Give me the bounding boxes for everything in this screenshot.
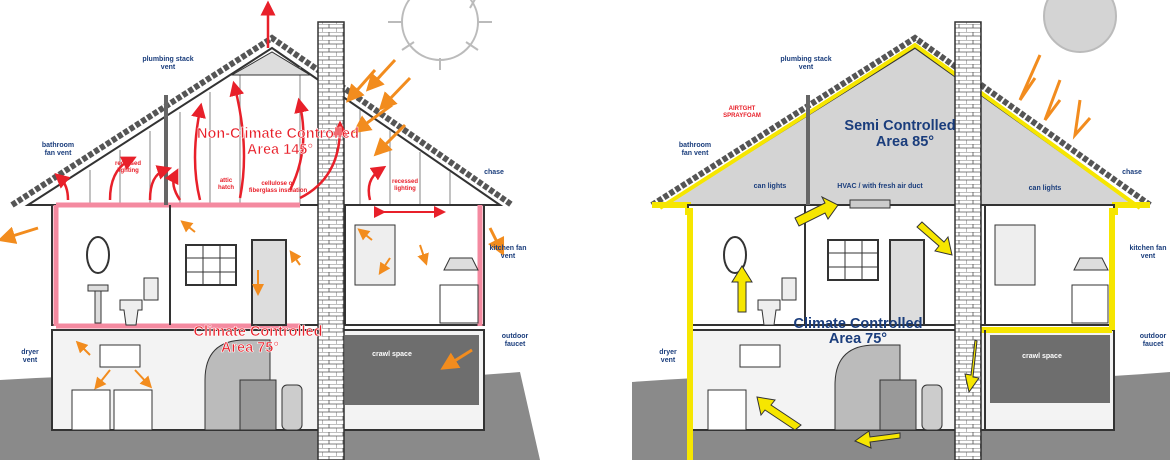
svg-text:fan vent: fan vent	[45, 150, 73, 157]
svg-text:SPRAYFOAM: SPRAYFOAM	[723, 113, 761, 119]
water-heater-icon	[282, 385, 302, 430]
basement-window	[100, 345, 140, 367]
svg-text:hatch: hatch	[218, 185, 234, 191]
svg-text:vent: vent	[161, 64, 176, 71]
right-living-title: Climate Controlled	[794, 316, 923, 332]
plumbing-stack-vent-label: plumbing stack	[780, 56, 831, 63]
window-icon	[186, 245, 236, 285]
left-living-title: Climate Controlled	[194, 324, 323, 340]
svg-text:vent: vent	[501, 253, 516, 260]
plumbing-stack-vent-label: plumbing stack	[142, 56, 193, 63]
dryer-vent-label: dryer	[659, 349, 677, 356]
airtight-sprayfoam-label: AIRTGHT	[729, 106, 756, 112]
recessed-lighting-label: recessed	[115, 161, 141, 167]
dryer-icon	[114, 390, 152, 430]
attic-hatch-label: attic	[220, 178, 233, 184]
sink-icon	[88, 285, 108, 291]
bathroom-fan-vent-label: bathroom	[42, 142, 74, 149]
crawl-space	[345, 335, 479, 405]
bathroom-fan-vent-label: bathroom	[679, 142, 711, 149]
right-living-temperature: Area 75°	[829, 331, 887, 347]
can-lights-label: can lights	[754, 183, 787, 190]
recessed-lighting-label: recessed	[392, 179, 418, 185]
svg-text:vent: vent	[1141, 253, 1156, 260]
washer-icon	[708, 390, 746, 430]
svg-text:vent: vent	[23, 357, 38, 364]
outdoor-faucet-label: outdoor	[502, 333, 529, 340]
dryer-vent-label: dryer	[21, 349, 39, 356]
left-attic-title: Non-Climate Controlled	[197, 126, 359, 142]
hvac-unit	[850, 200, 890, 208]
svg-text:faucet: faucet	[505, 341, 526, 348]
washer-icon	[72, 390, 110, 430]
svg-text:faucet: faucet	[1143, 341, 1164, 348]
svg-text:fiberglass insulation: fiberglass insulation	[249, 188, 308, 194]
door-icon	[890, 240, 924, 325]
chimney	[955, 22, 981, 460]
chimney	[318, 22, 344, 460]
chase-label: chase	[1122, 169, 1142, 176]
crawl-space-label: crawl space	[1022, 353, 1062, 360]
window-icon	[828, 240, 878, 280]
heat-arrow-icon	[1020, 55, 1090, 135]
stove-icon	[1072, 285, 1108, 323]
can-lights-label: can lights	[1029, 185, 1062, 192]
outdoor-faucet-label: outdoor	[1140, 333, 1167, 340]
kitchen-fan-vent-label: kitchen fan	[490, 245, 527, 252]
insulation-label: cellulose or	[261, 181, 295, 187]
right-house: Semi Controlled Area 85° Climate Control…	[632, 0, 1170, 460]
kitchen-fan-vent-label: kitchen fan	[1130, 245, 1167, 252]
sun-icon	[388, 0, 492, 70]
chase-label: chase	[484, 169, 504, 176]
left-living-temperature: Area 75°	[221, 340, 279, 356]
svg-text:vent: vent	[661, 357, 676, 364]
right-attic-temperature: Area 85°	[876, 134, 934, 150]
range-hood-icon	[444, 258, 478, 270]
left-attic-temperature: Area 145°	[247, 142, 313, 158]
mirror-icon	[87, 237, 109, 273]
sun-icon	[1044, 0, 1116, 52]
stove-icon	[440, 285, 478, 323]
furnace-icon	[880, 380, 916, 430]
kitchen-cabinets	[355, 225, 395, 285]
svg-text:fan vent: fan vent	[682, 150, 710, 157]
range-hood-icon	[1074, 258, 1108, 270]
hvac-label: HVAC / with fresh air duct	[837, 183, 923, 190]
water-heater-icon	[922, 385, 942, 430]
right-attic-title: Semi Controlled	[844, 118, 955, 134]
svg-text:vent: vent	[799, 64, 814, 71]
svg-text:lighting: lighting	[394, 186, 416, 192]
furnace-icon	[240, 380, 276, 430]
crawl-space-label: crawl space	[372, 351, 412, 358]
left-house: Non-Climate Controlled Area 145° Climate…	[0, 0, 540, 460]
svg-text:lighting: lighting	[117, 168, 139, 174]
